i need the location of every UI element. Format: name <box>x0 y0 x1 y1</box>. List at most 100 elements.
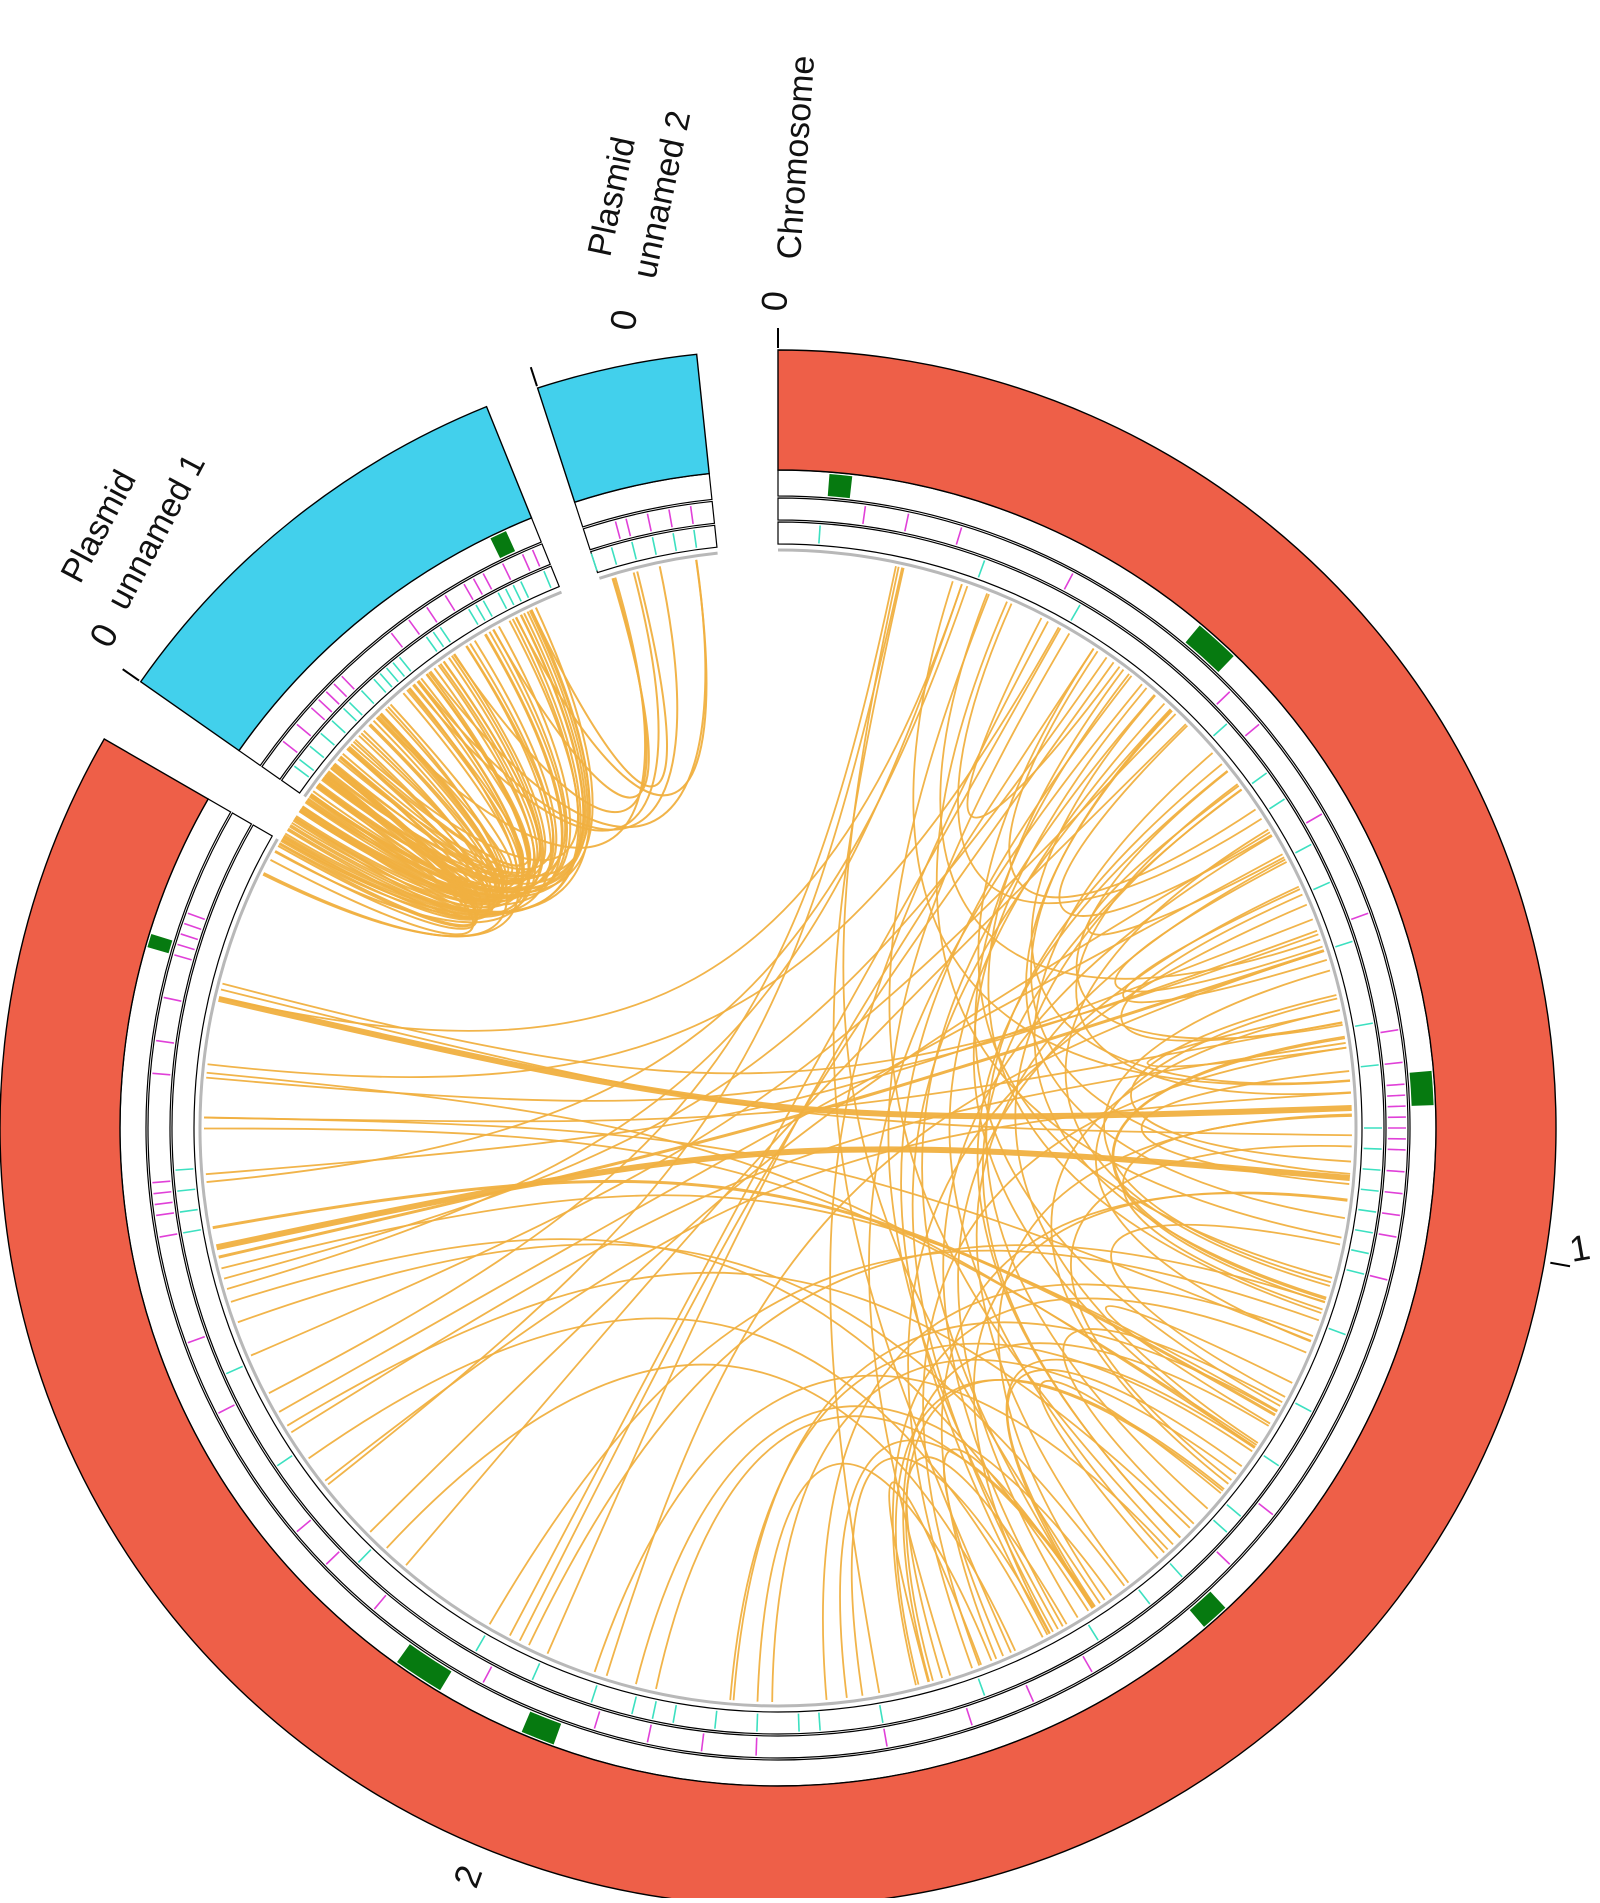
magenta-mark-56 <box>334 684 347 697</box>
magenta-mark-36 <box>218 1405 234 1413</box>
cyan-mark-48 <box>310 746 324 757</box>
magenta-mark-38 <box>160 1234 178 1237</box>
magenta-mark-23 <box>1217 1552 1230 1565</box>
cyan-mark-35 <box>632 1697 636 1714</box>
cyan-mark-44 <box>177 1189 195 1191</box>
cyan-mark-56 <box>387 668 399 682</box>
magenta-mark-29 <box>701 1733 703 1751</box>
cyan-mark-8 <box>1335 941 1352 947</box>
plasmid1-start-label: 0 <box>81 617 127 654</box>
magenta-mark-27 <box>884 1729 887 1747</box>
cyan-mark-65 <box>498 593 506 609</box>
magenta-mark-0 <box>863 506 866 524</box>
track-rings-layer <box>120 470 1436 1786</box>
cyan-mark-59 <box>426 637 436 652</box>
magenta-mark-44 <box>156 1041 174 1044</box>
cyan-mark-71 <box>612 547 617 564</box>
magenta-mark-45 <box>164 997 182 1001</box>
cyan-mark-38 <box>476 1635 485 1651</box>
magenta-mark-54 <box>319 700 332 712</box>
magenta-mark-2 <box>956 527 961 544</box>
magenta-mark-11 <box>1387 1095 1405 1096</box>
magenta-mark-19 <box>1382 1213 1400 1216</box>
magenta-mark-48 <box>181 934 198 940</box>
cyan-mark-9 <box>1355 1023 1373 1026</box>
magenta-mark-43 <box>152 1073 170 1075</box>
cyan-mark-46 <box>294 766 308 777</box>
cyan-mark-50 <box>332 721 345 733</box>
magenta-mark-65 <box>503 564 511 580</box>
cyan-mark-63 <box>476 605 485 621</box>
plasmid2-track-t2 <box>583 501 714 549</box>
link-154 <box>1007 1370 1241 1607</box>
plasmid1-start-tick <box>123 669 139 680</box>
magenta-mark-12 <box>1388 1106 1406 1107</box>
magenta-mark-25 <box>1026 1685 1033 1701</box>
magenta-mark-46 <box>174 955 191 960</box>
magenta-mark-31 <box>594 1711 599 1728</box>
link-113 <box>269 566 896 1393</box>
magenta-mark-71 <box>669 510 672 528</box>
cyan-mark-34 <box>652 1701 656 1719</box>
magenta-mark-57 <box>342 676 355 689</box>
cyan-mark-54 <box>374 679 386 692</box>
magenta-mark-63 <box>474 579 483 595</box>
cyan-mark-73 <box>652 537 656 555</box>
cyan-mark-49 <box>321 733 335 745</box>
magenta-mark-10 <box>1387 1084 1405 1085</box>
magenta-mark-59 <box>409 620 420 635</box>
chromosome-inner-arc <box>200 550 1356 1706</box>
cyan-mark-5 <box>1269 799 1284 809</box>
chromosome-tick-label-1: 1 <box>1566 1226 1593 1270</box>
magenta-mark-55 <box>326 692 339 705</box>
cyan-mark-23 <box>1213 1520 1226 1532</box>
magenta-mark-20 <box>1379 1234 1397 1237</box>
magenta-mark-35 <box>297 1520 311 1532</box>
cyan-mark-53 <box>361 691 373 704</box>
magenta-mark-69 <box>626 519 630 536</box>
plasmid2-start-tick <box>531 367 537 386</box>
cyan-mark-6 <box>1295 844 1311 852</box>
cyan-mark-45 <box>175 1169 193 1170</box>
cyan-mark-70 <box>591 554 597 571</box>
link-106 <box>1121 895 1342 1041</box>
cyan-mark-19 <box>1329 1328 1346 1334</box>
cyan-mark-32 <box>715 1711 717 1729</box>
green-block-0 <box>828 474 853 498</box>
magenta-mark-72 <box>691 506 694 524</box>
cyan-mark-62 <box>469 609 478 624</box>
magenta-mark-18 <box>1385 1192 1403 1194</box>
cyan-mark-39 <box>358 1550 371 1563</box>
magenta-mark-22 <box>1259 1504 1273 1515</box>
magenta-mark-67 <box>533 550 540 567</box>
cyan-mark-2 <box>1071 605 1080 621</box>
plasmid2-start-label: 0 <box>602 307 646 334</box>
plasmid2-ideogram <box>538 354 710 502</box>
magenta-mark-5 <box>1245 724 1259 736</box>
inner-ring-layer <box>200 550 1356 1706</box>
magenta-mark-4 <box>1217 692 1230 705</box>
cyan-mark-55 <box>380 674 392 688</box>
cyan-mark-0 <box>819 525 820 543</box>
cyan-mark-16 <box>1355 1230 1373 1233</box>
cyan-mark-43 <box>180 1210 198 1213</box>
magenta-mark-66 <box>523 554 530 570</box>
cyan-mark-37 <box>532 1663 539 1679</box>
cyan-mark-33 <box>673 1705 676 1723</box>
link-119 <box>607 951 1324 1676</box>
links-layer <box>204 560 1352 1702</box>
magenta-mark-39 <box>156 1213 174 1216</box>
cyan-mark-7 <box>1313 882 1329 889</box>
cyan-mark-52 <box>349 702 362 715</box>
link-band-1 <box>219 999 1352 1116</box>
ideogram-layer <box>0 350 1556 1898</box>
cyan-mark-26 <box>1089 1625 1099 1640</box>
magenta-mark-53 <box>311 708 324 720</box>
cyan-mark-25 <box>1139 1590 1150 1604</box>
magenta-mark-61 <box>445 595 455 610</box>
cyan-mark-41 <box>226 1366 242 1373</box>
cyan-mark-72 <box>632 542 636 559</box>
magenta-mark-58 <box>391 633 402 647</box>
plasmid1-ideogram <box>141 407 532 751</box>
